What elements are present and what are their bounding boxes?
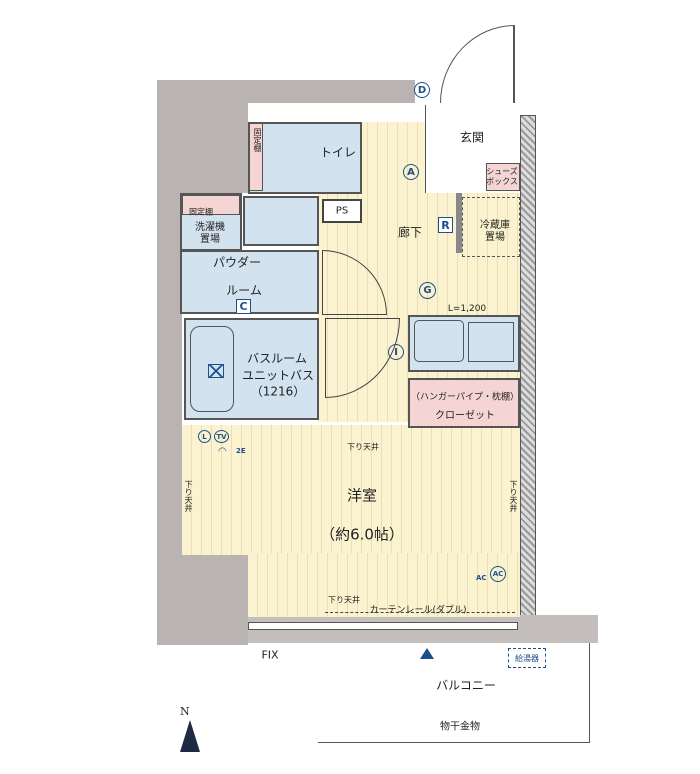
window-bar [248, 622, 518, 630]
main-entrance-arrow-icon [420, 648, 434, 659]
lowered-ceiling-top: 下り天井 [347, 442, 379, 452]
wall-right [520, 115, 536, 627]
wall-bottom-left [157, 553, 248, 645]
water-heater: 給湯器 [508, 648, 546, 668]
entrance-door[interactable] [440, 25, 515, 103]
toilet-label: トイレ [319, 145, 357, 160]
western-room-floor [182, 425, 520, 555]
bath-label-1: バスルーム [247, 351, 307, 366]
entrance-label: 玄関 [459, 130, 485, 145]
fix-label: FIX [261, 648, 279, 662]
fridge-label: 冷蔵庫置場 [480, 220, 510, 243]
fridge-wall [456, 193, 462, 253]
toilet-room [248, 122, 362, 194]
symbol-ac: AC [490, 566, 506, 582]
powder-label-2: ルーム [226, 283, 262, 298]
lowered-ceiling-left: 下り天井 [184, 480, 193, 512]
shoe-box-label: シューズボックス [486, 167, 518, 186]
powder-label-1: パウダー [212, 255, 262, 270]
symbol-r: R [438, 217, 453, 233]
wifi-icon: ◠ [218, 446, 227, 457]
toilet-shelf-label: 固定棚 [253, 128, 262, 152]
western-room-size: （約6.0帖） [320, 525, 404, 544]
washbasin [243, 196, 319, 246]
wall-top-inner [182, 103, 248, 193]
compass-arrow-icon [180, 720, 200, 752]
symbol-tv: TV [214, 430, 229, 443]
symbol-c: C [236, 299, 251, 314]
shoe-box [486, 163, 520, 191]
lowered-ceiling-bottom: 下り天井 [328, 595, 360, 605]
ps-label: PS [335, 205, 349, 217]
kitchen [408, 315, 520, 372]
symbol-d: D [414, 82, 430, 98]
closet [408, 378, 520, 428]
ventilation-icon [208, 364, 224, 378]
closet-note: （ハンガーパイプ・枕棚） [411, 392, 519, 403]
closet-label: クローゼット [435, 410, 495, 422]
bath-label-3: （1216） [250, 384, 306, 399]
curtain-rail-label: カーテンレール(ダブル) [369, 605, 467, 616]
wall-left [157, 80, 182, 645]
kitchen-length: L=1,200 [447, 304, 487, 314]
symbol-2e: 2E [236, 447, 246, 455]
western-room-label: 洋室 [346, 486, 378, 505]
symbol-a: A [403, 164, 419, 180]
stove [468, 322, 514, 362]
wall-top [157, 80, 415, 103]
bath-label-2: ユニットバス [241, 368, 315, 383]
symbol-ac-label: AC [476, 574, 487, 582]
laundry-shelf [182, 195, 240, 215]
fridge-area [462, 197, 520, 257]
western-room-floor-lower [248, 553, 520, 617]
curtain-rail-line [325, 612, 515, 613]
north-label: N [180, 705, 190, 718]
lowered-ceiling-right: 下り天井 [509, 480, 518, 512]
sink [414, 320, 464, 362]
drying-hardware-label: 物干金物 [440, 721, 480, 733]
symbol-g: G [419, 282, 436, 299]
washer-label: 洗濯機置場 [195, 222, 225, 245]
fixed-shelf-label: 固定棚 [189, 207, 213, 217]
ps-box [322, 199, 362, 223]
symbol-i: I [388, 344, 404, 360]
bathroom [184, 318, 319, 420]
toilet-shelf [249, 123, 263, 191]
hallway-label: 廊下 [397, 225, 423, 240]
bathtub [190, 326, 234, 412]
symbol-light: L [198, 430, 211, 443]
balcony-outline [318, 643, 590, 743]
balcony-label: バルコニー [436, 678, 496, 693]
